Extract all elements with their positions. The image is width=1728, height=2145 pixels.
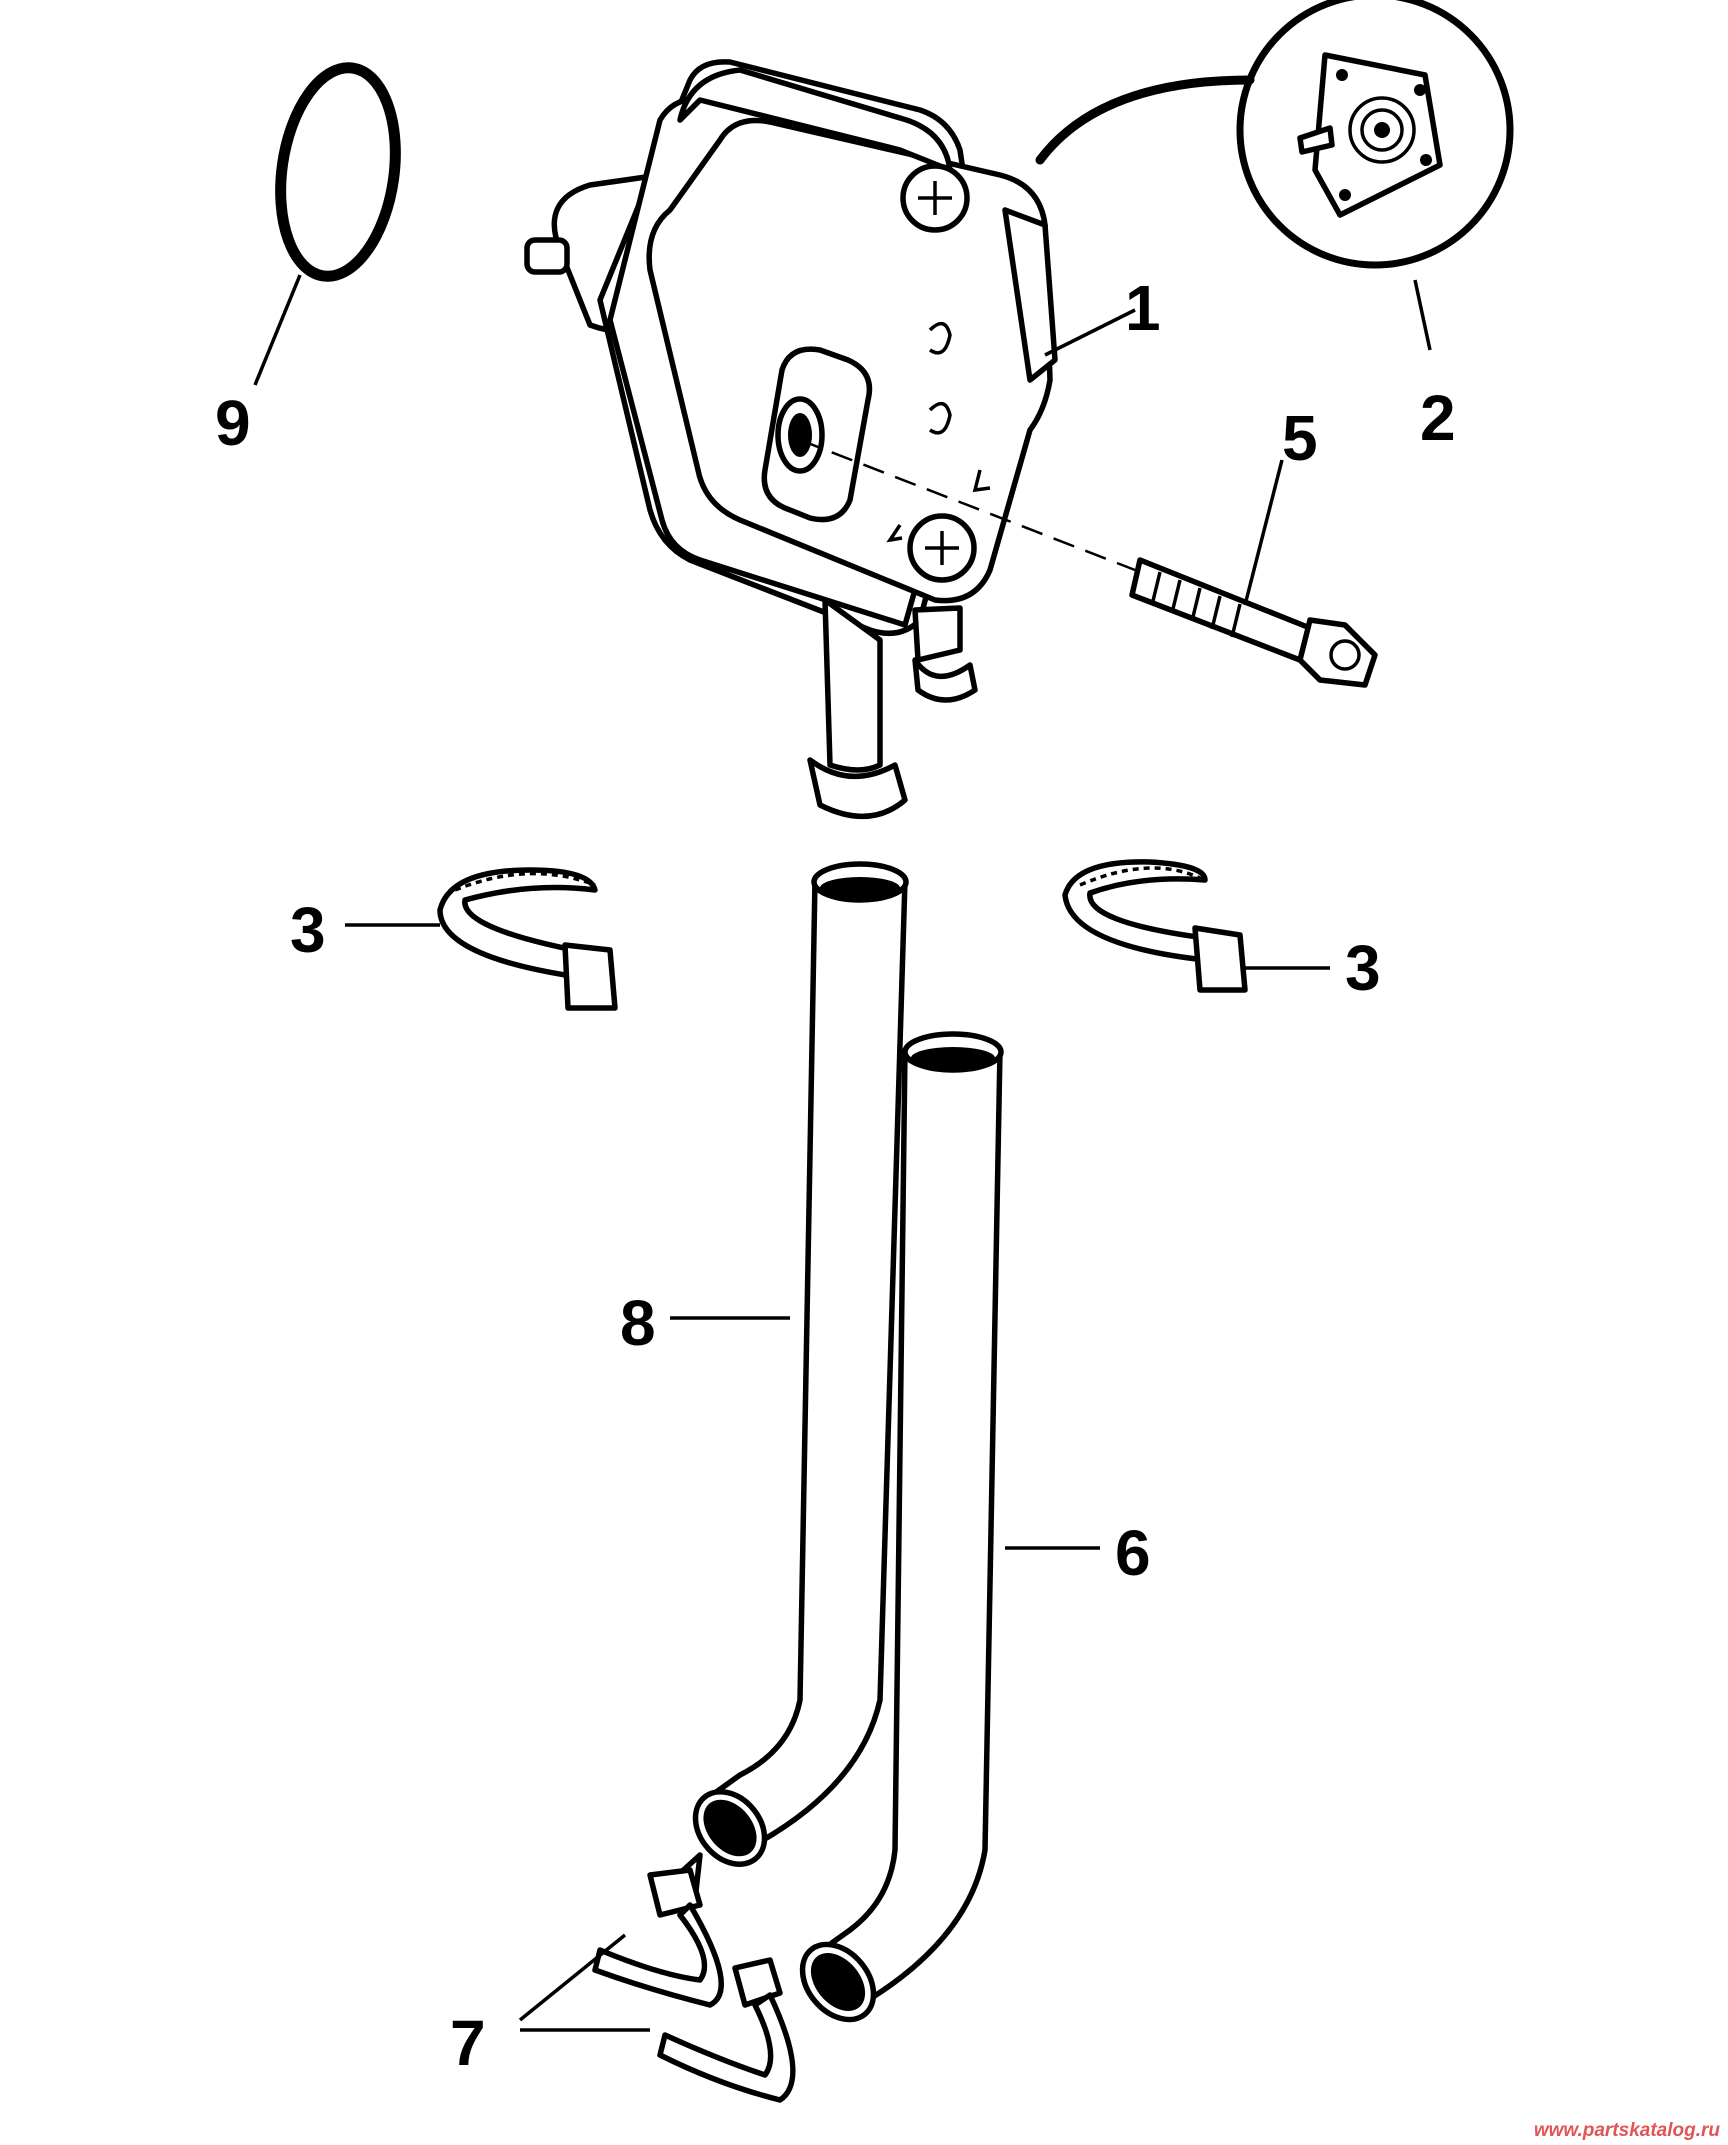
callout-3-left: 3: [290, 894, 326, 966]
callout-3-right: 3: [1345, 932, 1381, 1004]
fuel-pump-part: [524, 59, 1058, 819]
bolt-part: [799, 438, 1378, 688]
callout-7: 7: [450, 2007, 486, 2079]
o-ring-part: [275, 62, 401, 282]
hose-clamp-left-part: [437, 867, 618, 1011]
watermark-text: www.partskatalog.ru: [1534, 2120, 1721, 2141]
callout-1: 1: [1125, 272, 1161, 344]
small-clamps-part: [592, 1852, 796, 2103]
leader-lines: [253, 274, 1432, 2032]
callout-5: 5: [1282, 402, 1318, 474]
callout-8: 8: [620, 1287, 656, 1359]
callout-9: 9: [215, 387, 251, 459]
callout-2: 2: [1420, 382, 1456, 454]
callout-6: 6: [1115, 1517, 1151, 1589]
fuel-hose-6-part: [799, 1031, 1004, 2023]
hose-clamp-right-part: [1062, 859, 1248, 993]
diaphragm-detail-part: [1035, 0, 1514, 269]
fuel-hose-8-part: [692, 861, 909, 1867]
